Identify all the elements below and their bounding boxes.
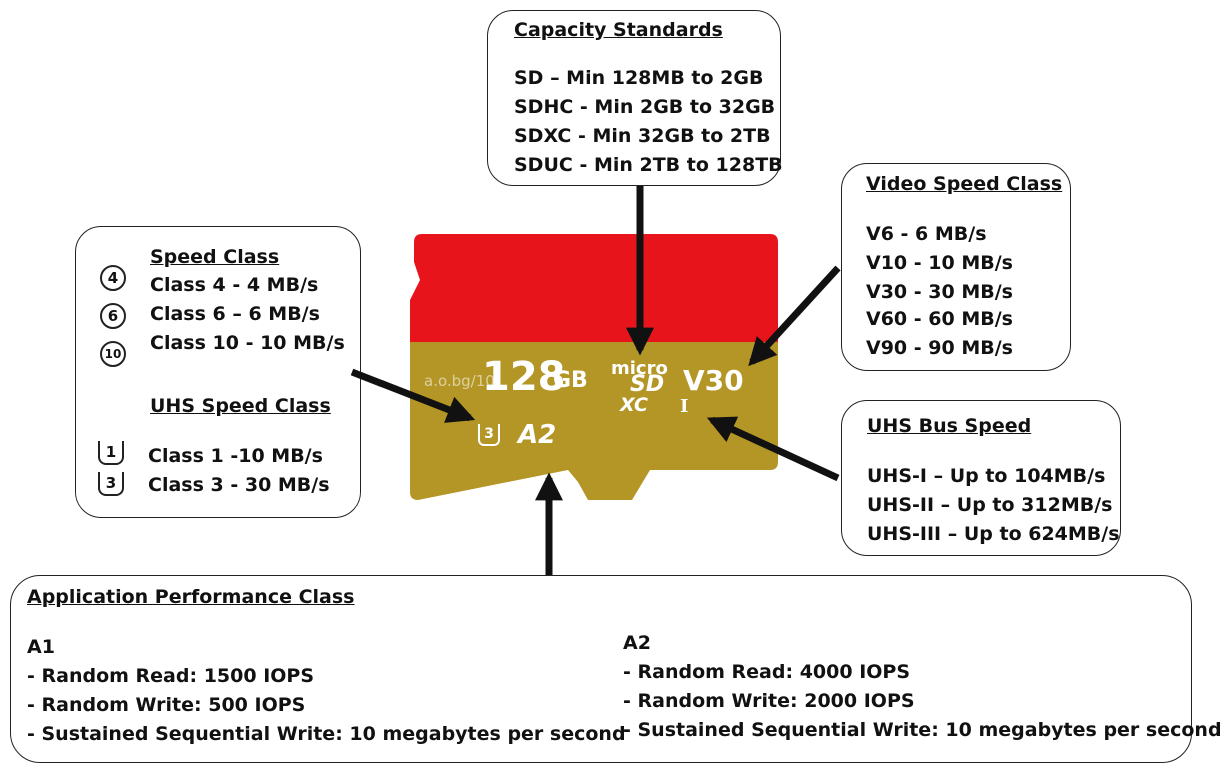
a2-item: - Random Read: 4000 IOPS xyxy=(623,661,911,683)
a1-item: - Sustained Sequential Write: 10 megabyt… xyxy=(27,723,626,745)
video-class-item: V60 - 60 MB/s xyxy=(866,308,1013,330)
card-video-class: V30 xyxy=(683,364,744,397)
uhs-class-3-icon: 3 xyxy=(98,472,124,496)
card-app-class: A2 xyxy=(518,420,557,450)
capacity-item: SDHC - Min 2GB to 32GB xyxy=(514,96,776,118)
speed-class-box: Speed Class 4 Class 4 - 4 MB/s 6 Class 6… xyxy=(75,226,361,518)
card-watermark: a.o.bg/10 xyxy=(424,372,495,390)
video-speed-class-title: Video Speed Class xyxy=(866,173,1063,195)
application-performance-class-box: Application Performance Class A1 - Rando… xyxy=(10,575,1222,763)
speed-class-item: Class 6 – 6 MB/s xyxy=(150,303,320,325)
speed-class-item: Class 10 - 10 MB/s xyxy=(150,332,345,354)
card-capacity: 128 xyxy=(482,354,566,400)
speed-class-4-icon: 4 xyxy=(100,265,126,291)
uhs-bus-speed-title: UHS Bus Speed xyxy=(867,415,1032,437)
capacity-item: SDXC - Min 32GB to 2TB xyxy=(514,125,771,147)
a1-heading: A1 xyxy=(27,636,55,658)
uhs-bus-speed-item: UHS-I – Up to 104MB/s xyxy=(867,465,1106,487)
uhs-speed-class-item: Class 1 -10 MB/s xyxy=(148,445,323,467)
uhs-bus-speed-item: UHS-II – Up to 312MB/s xyxy=(867,494,1113,516)
application-performance-class-title: Application Performance Class xyxy=(27,586,355,608)
a1-item: - Random Write: 500 IOPS xyxy=(27,694,306,716)
video-speed-class-box: Video Speed Class V6 - 6 MB/s V10 - 10 M… xyxy=(841,163,1071,371)
arrow-uhs-bus xyxy=(706,416,840,482)
uhs-bus-speed-item: UHS-III – Up to 624MB/s xyxy=(867,523,1120,545)
a2-item: - Random Write: 2000 IOPS xyxy=(623,690,915,712)
video-class-item: V6 - 6 MB/s xyxy=(866,223,987,245)
a2-item: - Sustained Sequential Write: 10 megabyt… xyxy=(623,719,1222,741)
speed-class-item: Class 4 - 4 MB/s xyxy=(150,274,319,296)
capacity-standards-title: Capacity Standards xyxy=(514,19,723,41)
speed-class-6-icon: 6 xyxy=(100,303,126,329)
card-uhs-class-icon: 3 xyxy=(478,424,500,446)
arrow-speed-class xyxy=(350,368,476,423)
capacity-standards-box: Capacity Standards SD – Min 128MB to 2GB… xyxy=(487,10,783,186)
video-class-item: V30 - 30 MB/s xyxy=(866,281,1013,303)
uhs-speed-class-title: UHS Speed Class xyxy=(150,395,331,417)
speed-class-title: Speed Class xyxy=(150,246,280,268)
speed-class-10-icon: 10 xyxy=(100,341,126,367)
uhs-speed-class-item: Class 3 - 30 MB/s xyxy=(148,474,330,496)
a2-heading: A2 xyxy=(623,632,651,654)
uhs-class-1-icon: 1 xyxy=(98,441,124,465)
uhs-bus-speed-box: UHS Bus Speed UHS-I – Up to 104MB/s UHS-… xyxy=(841,400,1121,556)
card-micro-text: micro xyxy=(611,358,668,379)
a1-item: - Random Read: 1500 IOPS xyxy=(27,665,315,687)
card-red-top xyxy=(410,234,778,342)
card-bus-mark: I xyxy=(680,396,689,417)
card-xc-text: XC xyxy=(620,394,648,416)
video-class-item: V10 - 10 MB/s xyxy=(866,252,1013,274)
video-class-item: V90 - 90 MB/s xyxy=(866,337,1013,359)
card-sd-logo: SD xyxy=(630,372,665,397)
card-capacity-unit: GB xyxy=(553,368,588,393)
capacity-item: SD – Min 128MB to 2GB xyxy=(514,67,764,89)
capacity-item: SDUC - Min 2TB to 128TB xyxy=(514,154,783,176)
arrow-video-class xyxy=(748,265,841,367)
